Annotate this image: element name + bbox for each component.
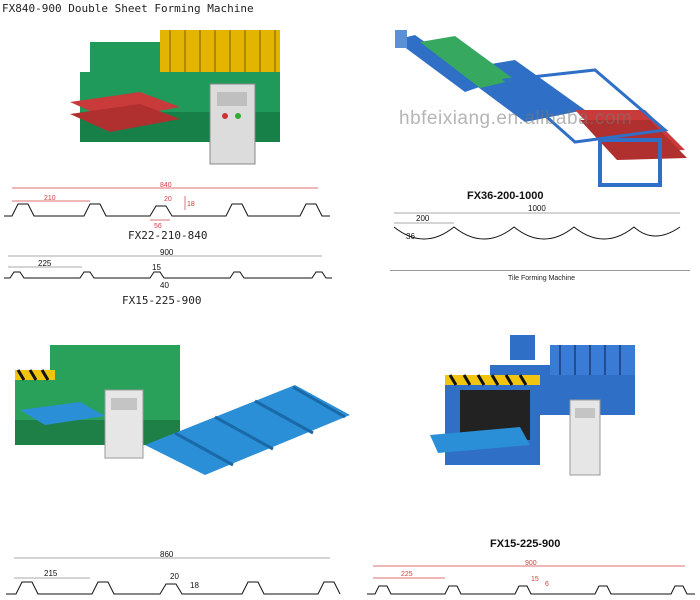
- dim-overall-900: 900: [160, 248, 174, 257]
- caption-fx22-210-840: FX22-210-840: [128, 229, 208, 242]
- dim-overall-860: 860: [160, 550, 174, 559]
- caption-fx36-200-1000: FX36-200-1000: [467, 190, 544, 202]
- profile-fx22-210-840: 840 210 20 18 56: [4, 182, 330, 230]
- dim-height-6-bottom: 6: [545, 581, 549, 588]
- caption-fx15-225-900-bottom: FX15-225-900: [490, 538, 561, 550]
- dim-pitch-210: 210: [44, 195, 56, 202]
- dim-bottom-40: 40: [160, 281, 169, 290]
- dim-bottom-56: 56: [154, 223, 162, 230]
- dim-height-18: 18: [187, 201, 195, 208]
- green-roll-forming-machine-image: [15, 345, 180, 459]
- dim-pitch-225-bottom: 225: [401, 571, 413, 578]
- caption-fx15-225-900-top: FX15-225-900: [122, 294, 202, 307]
- dim-top-15-bottom: 15: [531, 576, 539, 583]
- dim-top-20-bottom: 20: [170, 572, 179, 581]
- profile-fx36-200-1000: 1000 200 36: [393, 204, 681, 241]
- tile-forming-machine-image: [395, 30, 687, 187]
- blue-roofing-sheet-image: [145, 385, 350, 475]
- profile-fx15-225-900-bottom: 900 225 15 6: [367, 560, 695, 595]
- double-sheet-forming-machine-image: [70, 30, 280, 165]
- dim-overall-1000: 1000: [528, 204, 546, 213]
- divider: [390, 270, 690, 271]
- dim-top-15: 15: [152, 263, 161, 272]
- dim-height-18-bottom: 18: [190, 581, 199, 590]
- blue-roll-forming-machine-image: [430, 335, 635, 476]
- profile-fx15-225-900-top: 900 225 15 40: [4, 248, 332, 290]
- dim-pitch-215: 215: [44, 569, 58, 578]
- dim-pitch-200: 200: [416, 214, 430, 223]
- profile-860-bottom-left: 860 215 20 18: [6, 550, 341, 595]
- dim-top-20: 20: [164, 196, 172, 203]
- watermark: hbfeixiang.en.alibaba.com: [399, 108, 633, 129]
- dim-overall-840: 840: [160, 182, 172, 189]
- dim-height-36: 36: [406, 232, 415, 241]
- dim-overall-900-bottom: 900: [525, 560, 537, 567]
- tile-forming-machine-label: Tile Forming Machine: [508, 275, 576, 282]
- dim-pitch-225: 225: [38, 259, 52, 268]
- top-left-title: FX840-900 Double Sheet Forming Machine: [2, 2, 254, 15]
